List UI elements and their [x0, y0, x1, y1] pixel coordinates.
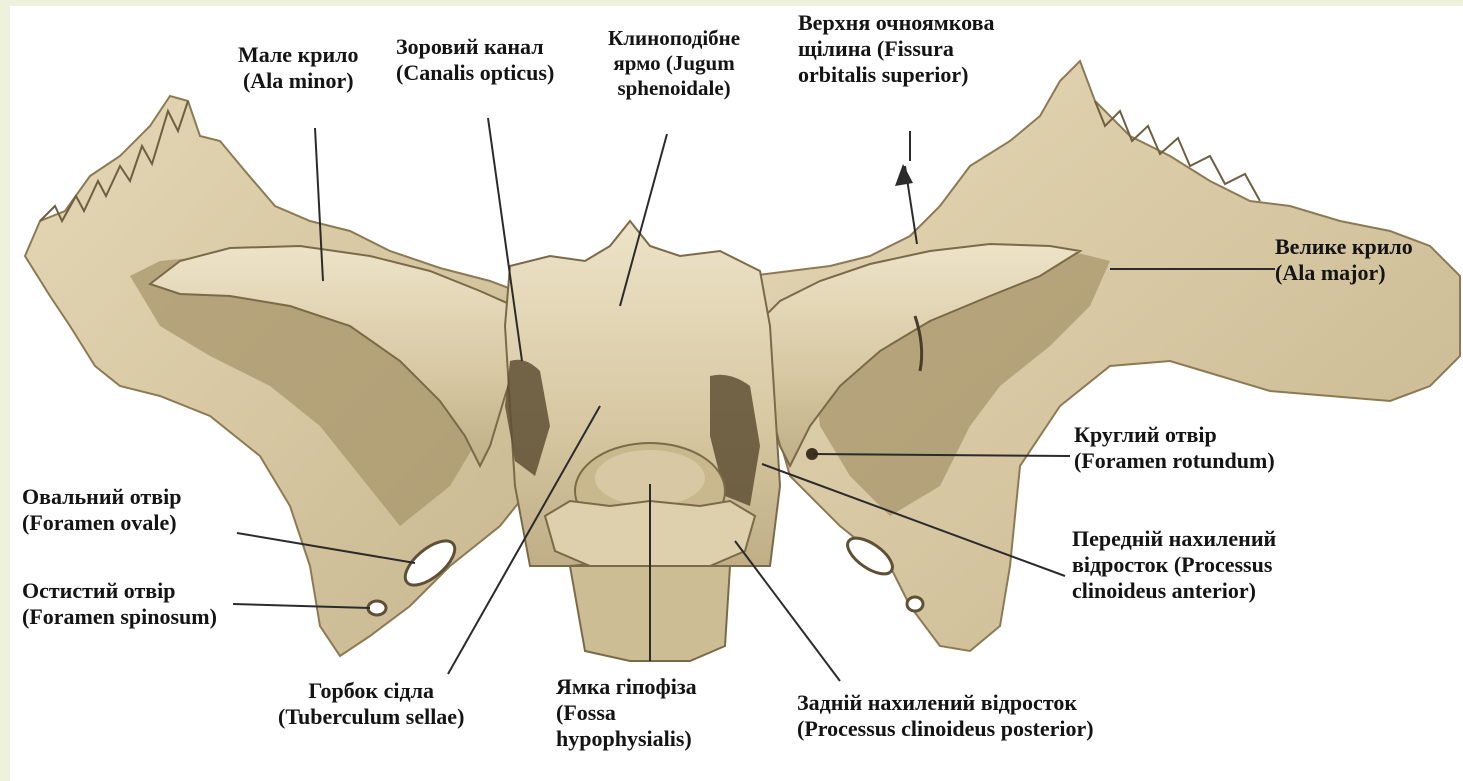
- label-foramen-ovale: Овальний отвір (Foramen ovale): [22, 484, 181, 536]
- label-fissura-line1: Верхня очноямкова: [798, 10, 994, 36]
- label-foramen-rotundum-line2: (Foramen rotundum): [1074, 448, 1275, 474]
- label-foramen-rotundum-line1: Круглий отвір: [1074, 422, 1275, 448]
- label-jugum-line2: ярмо (Jugum: [608, 51, 740, 76]
- label-tuberculum-line1: Горбок сідла: [278, 678, 464, 704]
- label-fossa: Ямка гіпофіза (Fossa hypophysialis): [556, 674, 697, 752]
- label-ala-minor-line1: Мале крило: [238, 42, 359, 68]
- label-jugum-line3: sphenoidale): [608, 76, 740, 101]
- label-foramen-rotundum: Круглий отвір (Foramen rotundum): [1074, 422, 1275, 474]
- label-jugum-line1: Клиноподібне: [608, 26, 740, 51]
- label-canalis-opticus: Зоровий канал (Canalis opticus): [396, 34, 554, 86]
- label-foramen-ovale-line2: (Foramen ovale): [22, 510, 181, 536]
- label-foramen-spinosum-line1: Остистий отвір: [22, 578, 217, 604]
- fissura-arrow-head: [895, 164, 913, 186]
- label-fossa-line3: hypophysialis): [556, 726, 697, 752]
- foramen-spinosum-hole: [368, 601, 386, 615]
- label-processus-anterior-line1: Передній нахилений: [1072, 526, 1276, 552]
- label-ala-minor-line2: (Ala minor): [238, 68, 359, 94]
- label-canalis-opticus-line1: Зоровий канал: [396, 34, 554, 60]
- label-fissura-line2: щілина (Fissura: [798, 36, 994, 62]
- label-ala-minor: Мале крило (Ala minor): [238, 42, 359, 94]
- leader-processus-posterior: [735, 541, 840, 681]
- foramen-spinosum-right-hole: [907, 597, 923, 611]
- sphenoid-bone-illustration: [10, 6, 1463, 781]
- slide-canvas: Мале крило (Ala minor) Зоровий канал (Ca…: [10, 6, 1463, 781]
- label-foramen-spinosum: Остистий отвір (Foramen spinosum): [22, 578, 217, 630]
- label-fossa-line2: (Fossa: [556, 700, 697, 726]
- label-tuberculum-line2: (Tuberculum sellae): [278, 704, 464, 730]
- label-processus-posterior-line1: Задній нахилений відросток: [797, 690, 1094, 716]
- label-ala-major-line1: Велике крило: [1275, 234, 1413, 260]
- label-processus-posterior: Задній нахилений відросток (Processus cl…: [797, 690, 1094, 742]
- label-foramen-spinosum-line2: (Foramen spinosum): [22, 604, 217, 630]
- label-processus-anterior: Передній нахилений відросток (Processus …: [1072, 526, 1276, 604]
- label-fossa-line1: Ямка гіпофіза: [556, 674, 697, 700]
- label-ala-major-line2: (Ala major): [1275, 260, 1413, 286]
- label-tuberculum: Горбок сідла (Tuberculum sellae): [278, 678, 464, 730]
- label-fissura-line3: orbitalis superior): [798, 62, 994, 88]
- label-processus-anterior-line3: clinoideus anterior): [1072, 578, 1276, 604]
- label-processus-posterior-line2: (Processus clinoideus posterior): [797, 716, 1094, 742]
- label-ala-major: Велике крило (Ala major): [1275, 234, 1413, 286]
- label-foramen-ovale-line1: Овальний отвір: [22, 484, 181, 510]
- label-canalis-opticus-line2: (Canalis opticus): [396, 60, 554, 86]
- label-jugum: Клиноподібне ярмо (Jugum sphenoidale): [608, 26, 740, 100]
- label-processus-anterior-line2: відросток (Processus: [1072, 552, 1276, 578]
- label-fissura: Верхня очноямкова щілина (Fissura orbita…: [798, 10, 994, 88]
